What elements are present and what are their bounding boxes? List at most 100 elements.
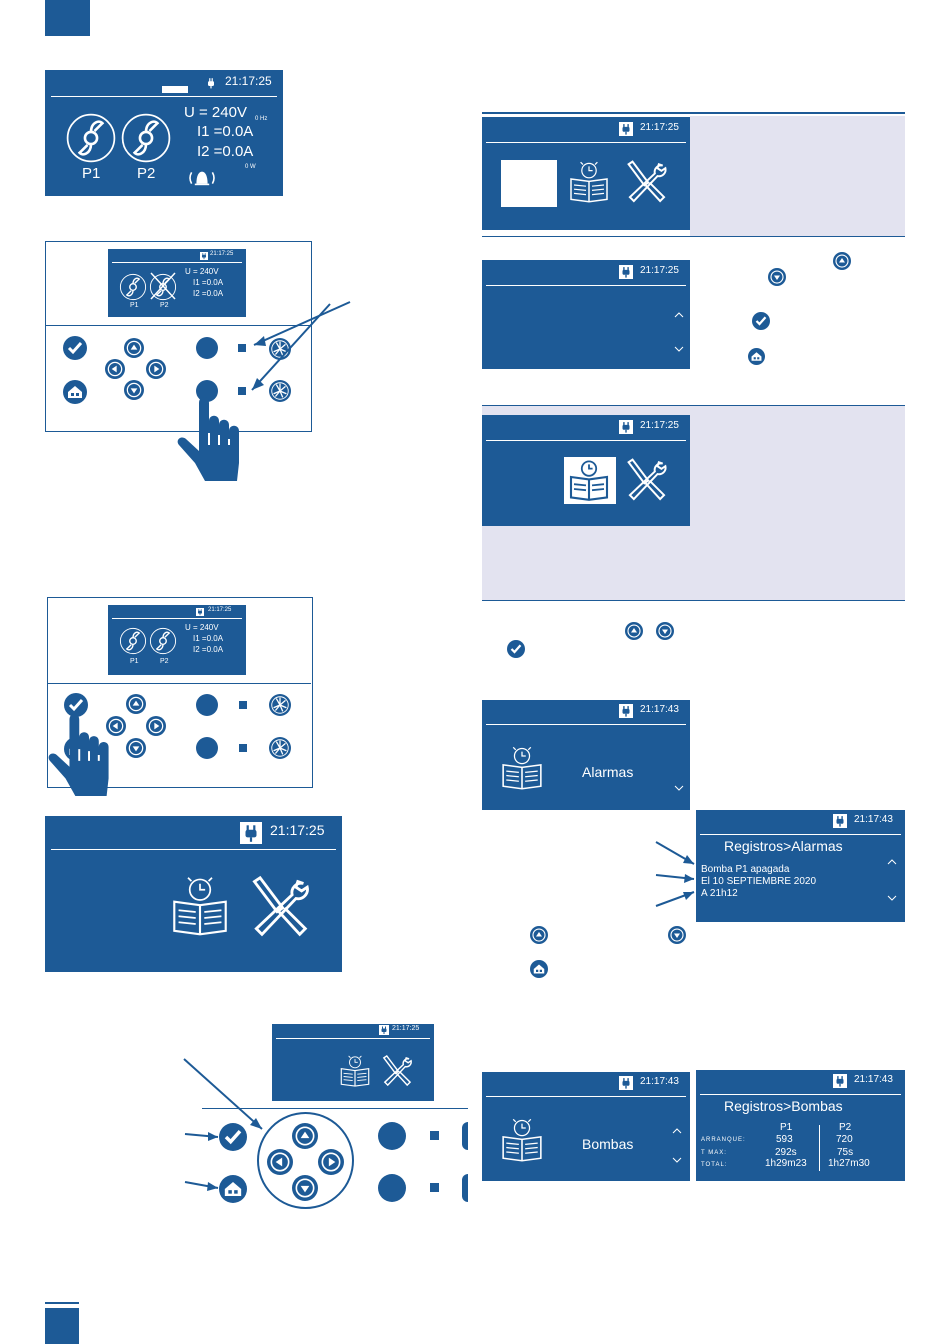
left-button[interactable] — [105, 359, 125, 379]
confirm-button[interactable] — [507, 640, 525, 658]
pump-2-fan-button-edge[interactable] — [462, 1174, 468, 1202]
pump-1-button[interactable] — [378, 1122, 406, 1150]
plug-icon — [619, 420, 633, 434]
pump-2-button[interactable] — [378, 1174, 406, 1202]
alarm-line-3: A 21h12 — [701, 888, 738, 899]
keypad-top-line — [202, 1108, 468, 1109]
plug-icon — [379, 1025, 389, 1035]
clock: 21:17:25 — [208, 607, 232, 613]
frequency-readout: 0 Hz — [255, 116, 268, 122]
pump-1-button[interactable] — [196, 337, 218, 359]
selected-slot[interactable] — [501, 160, 557, 207]
row-label: T MAX: — [701, 1150, 727, 1156]
right-button[interactable] — [146, 716, 166, 736]
down-caret-icon — [887, 895, 897, 901]
down-button[interactable] — [668, 926, 686, 944]
power-readout: 0 W — [245, 164, 256, 170]
divider — [486, 724, 686, 725]
registros-bombas-screen: 21:17:43 Registros>Bombas P1 P2 ARRANQUE… — [696, 1070, 905, 1181]
fan-icon — [149, 627, 177, 655]
confirm-button[interactable] — [63, 336, 87, 360]
clock: 21:17:43 — [640, 1076, 679, 1087]
alarmas-screen: 21:17:43 Alarmas — [482, 700, 690, 810]
pump-1-fan-button-edge[interactable] — [462, 1122, 468, 1150]
display-indicator-bar — [162, 86, 188, 93]
right-button[interactable] — [146, 359, 166, 379]
column-header-p2: P2 — [839, 1122, 852, 1133]
divider — [700, 1094, 901, 1095]
pump-label-p2: P2 — [160, 658, 169, 665]
right-menu-1: 21:17:25 — [482, 117, 690, 230]
tools-icon — [379, 1054, 413, 1088]
large-menu-display: 21:17:25 — [45, 816, 342, 972]
down-button[interactable] — [768, 268, 786, 286]
down-button[interactable] — [124, 380, 144, 400]
up-button[interactable] — [833, 252, 851, 270]
divider — [486, 142, 686, 143]
menu-label: Alarmas — [582, 764, 634, 780]
plug-icon — [833, 1074, 847, 1088]
section-divider — [482, 600, 905, 601]
screen-title: Registros>Bombas — [724, 1098, 843, 1114]
left-button[interactable] — [267, 1149, 293, 1175]
down-caret-icon — [674, 785, 684, 791]
row-value-p1: 1h29m23 — [765, 1158, 807, 1169]
up-button[interactable] — [292, 1123, 318, 1149]
divider — [486, 285, 686, 286]
fan-icon — [119, 273, 147, 301]
up-button[interactable] — [625, 622, 643, 640]
pump-label-p2: P2 — [160, 302, 169, 309]
right-menu-2: 21:17:25 — [482, 260, 690, 369]
divider — [486, 1096, 686, 1097]
panel-a-divider — [46, 325, 310, 326]
pump-2-led — [238, 387, 246, 395]
home-button[interactable] — [63, 380, 87, 404]
voltage-readout: U = 240V — [185, 623, 219, 632]
divider — [51, 849, 336, 850]
down-caret-icon — [672, 1157, 682, 1163]
down-button[interactable] — [292, 1175, 318, 1201]
up-button[interactable] — [124, 338, 144, 358]
screen-title: Registros>Alarmas — [724, 838, 843, 854]
info-band — [690, 116, 905, 236]
tools-icon — [622, 457, 668, 503]
right-button[interactable] — [318, 1149, 344, 1175]
pump-2-button[interactable] — [196, 737, 218, 759]
clock: 21:17:25 — [640, 265, 679, 276]
bottom-small-display: 21:17:25 — [272, 1024, 434, 1101]
row-value-p1: 292s — [775, 1147, 797, 1158]
row-value-p2: 75s — [837, 1147, 854, 1158]
home-button[interactable] — [748, 348, 765, 365]
pump-2-fan-icon — [269, 737, 291, 759]
section-divider — [482, 236, 905, 237]
up-button[interactable] — [530, 926, 548, 944]
pump-2-button[interactable] — [196, 380, 218, 402]
row-label: ARRANQUE: — [701, 1137, 746, 1143]
voltage-readout: U = 240V — [185, 267, 219, 276]
plug-icon — [200, 252, 208, 260]
book-clock-icon — [569, 460, 609, 501]
voltage-readout: U = 240V — [184, 104, 247, 121]
divider — [276, 1038, 430, 1039]
current-i1-readout: I1 =0.0A — [193, 634, 224, 643]
down-button[interactable] — [656, 622, 674, 640]
bombas-screen: 21:17:43 Bombas — [482, 1072, 690, 1181]
section-divider — [482, 112, 905, 114]
pump-1-led — [238, 344, 246, 352]
plug-icon — [833, 814, 847, 828]
home-button[interactable] — [530, 960, 548, 978]
pump-1-button[interactable] — [196, 694, 218, 716]
registros-alarmas-screen: 21:17:43 Registros>Alarmas Bomba P1 apag… — [696, 810, 905, 922]
book-clock-icon — [339, 1054, 371, 1088]
divider — [700, 834, 901, 835]
clock: 21:17:43 — [854, 814, 893, 825]
menu-label: Bombas — [582, 1136, 634, 1152]
clock: 21:17:25 — [392, 1025, 420, 1032]
row-value-p1: 593 — [776, 1134, 793, 1145]
confirm-button[interactable] — [752, 312, 770, 330]
panel-b-display: 21:17:25 P1 P2 U = 240V I1 =0.0A I2 =0.0… — [108, 605, 246, 675]
divider — [112, 262, 242, 263]
callout-arrows — [183, 1058, 263, 1191]
fault-cross-icon — [150, 272, 176, 300]
pump-1-led — [430, 1131, 439, 1140]
